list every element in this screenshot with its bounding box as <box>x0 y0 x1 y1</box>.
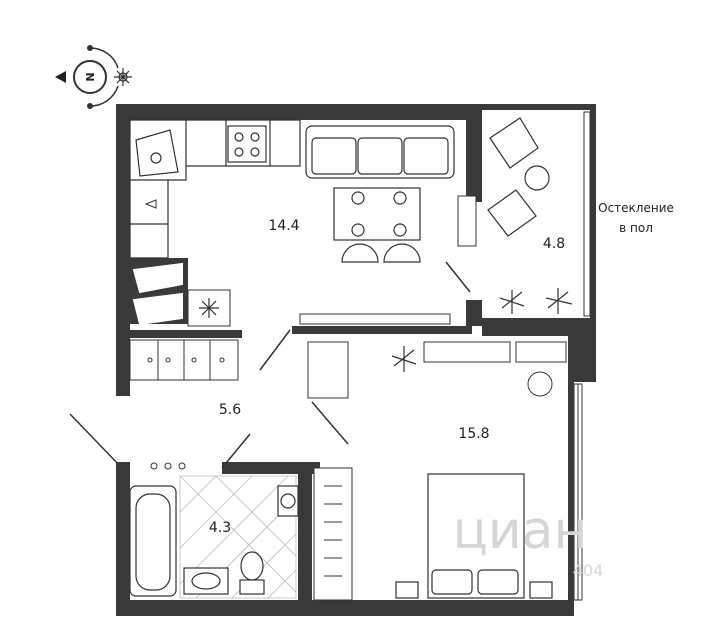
north-arrow-icon <box>55 71 66 83</box>
washbasin <box>183 567 229 595</box>
glazing-note-line2: в пол <box>619 221 653 235</box>
watermark-brand: циан <box>452 501 587 561</box>
bedroom-area-label: 15.8 <box>458 426 489 442</box>
compass: N <box>55 45 132 109</box>
balcony-area-label: 4.8 <box>543 236 565 252</box>
tap-icon <box>144 199 157 209</box>
bathroom-area-label: 4.3 <box>209 520 231 536</box>
balcony-chair <box>487 117 550 237</box>
sink-icon <box>135 129 179 177</box>
wardrobe <box>129 339 239 381</box>
windows <box>573 111 591 601</box>
freezer <box>187 289 231 327</box>
desk <box>307 341 567 399</box>
compass-icon <box>73 60 107 94</box>
snowflake-icon <box>199 298 219 318</box>
stove-icon <box>227 125 267 163</box>
doors <box>69 261 471 469</box>
dining-table <box>333 187 421 263</box>
shelf <box>299 195 477 325</box>
kitchen-counter <box>129 119 301 259</box>
glazing-note-line1: Остекление <box>598 201 674 215</box>
kitchen-area-label: 14.4 <box>268 218 299 234</box>
compass-label: N <box>84 72 97 81</box>
plant-icon <box>391 288 573 372</box>
watermark-code: 404 <box>573 561 604 580</box>
bath-shelf <box>150 462 186 470</box>
bed <box>395 473 553 599</box>
bathtub <box>129 485 177 597</box>
sun-icon <box>114 68 132 86</box>
sofa <box>305 125 455 179</box>
hall-area-label: 5.6 <box>219 402 241 418</box>
toilet <box>239 551 265 595</box>
closet <box>313 467 353 601</box>
utility-cabinet <box>132 262 183 326</box>
washing-machine <box>277 485 299 517</box>
